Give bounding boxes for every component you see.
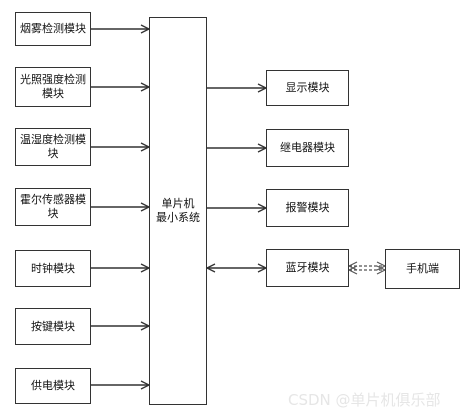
relay-module: 继电器模块 [266,129,349,167]
temp-humidity-label: 温湿度检测模块 [20,133,86,160]
bluetooth-module: 蓝牙模块 [266,249,349,287]
wireless-link [349,266,385,270]
phone-terminal: 手机端 [385,249,460,289]
mcu-label-line2: 最小系统 [156,211,200,224]
clock-label: 时钟模块 [31,261,75,275]
display-label: 显示模块 [285,81,330,94]
output-arrows [207,88,266,268]
power-label: 供电模块 [31,379,75,392]
light-intensity-module: 光照强度检测模块 [15,67,91,107]
smoke-detection-label: 烟雾检测模块 [20,22,86,35]
mcu-label-line1: 单片机 [161,197,195,210]
alarm-module: 报警模块 [266,189,349,227]
light-intensity-label: 光照强度检测模块 [20,73,86,100]
hall-sensor-module: 霍尔传感器模块 [15,188,91,226]
display-module: 显示模块 [266,70,349,106]
phone-label: 手机端 [406,262,439,275]
csdn-watermark: CSDN @单片机俱乐部 [288,391,441,409]
relay-label: 继电器模块 [280,141,335,154]
hall-sensor-label: 霍尔传感器模块 [20,193,86,220]
power-module: 供电模块 [15,368,91,404]
input-arrows [91,29,149,385]
temp-humidity-module: 温湿度检测模块 [15,128,91,166]
mcu-minimum-system: 单片机 最小系统 [149,17,207,405]
alarm-label: 报警模块 [285,201,330,214]
bluetooth-label: 蓝牙模块 [285,261,330,274]
key-label: 按键模块 [31,319,75,333]
smoke-detection-module: 烟雾检测模块 [15,12,91,46]
clock-module: 时钟模块 [15,250,91,287]
key-module: 按键模块 [15,308,91,345]
